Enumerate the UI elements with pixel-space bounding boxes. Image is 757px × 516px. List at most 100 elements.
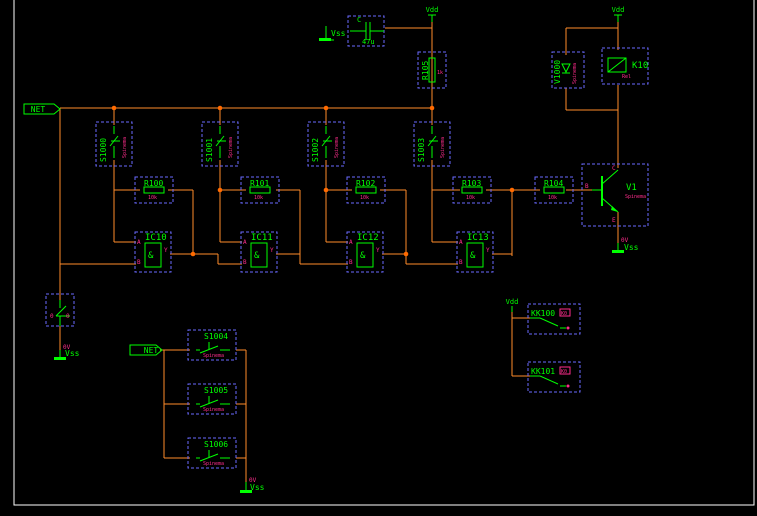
transistor-ref: V1 <box>626 183 637 193</box>
vss-bottom-ov: 0V <box>249 477 257 484</box>
resistor-val: 10k <box>360 195 369 201</box>
switch-val: Spinema <box>203 461 224 467</box>
transistor-v1[interactable]: V1 Spinema C B E <box>581 163 649 227</box>
relay-val: Rel <box>622 74 631 80</box>
diode-val: Spinema <box>572 63 578 84</box>
port-net-lower[interactable]: NET <box>129 344 163 356</box>
vdd-contacts-label: Vdd <box>506 298 519 306</box>
port-net-main-label: NET <box>31 105 46 114</box>
vss-left-label: Vss <box>65 349 80 358</box>
vdd-right: Vdd <box>612 6 625 22</box>
relay-k10[interactable]: K10 Rel <box>601 47 649 85</box>
resistor-val: 10k <box>254 195 263 201</box>
port-net-lower-label: NET <box>144 346 159 355</box>
resistor-r105-ref: R105 <box>421 61 430 80</box>
diode-ref: V1000 <box>553 60 562 84</box>
switch-ref: S1003 <box>417 138 426 162</box>
capacitor-ref: C <box>357 16 361 24</box>
switch-ref: S1004 <box>204 332 228 341</box>
contact-kk100[interactable]: KK100 K0 <box>527 303 581 335</box>
gate-pin-b: B <box>459 259 463 266</box>
gate-pin-y: Y <box>270 247 274 254</box>
vss-capacitor-label: Vss <box>331 29 346 38</box>
gate-pin-y: Y <box>376 247 380 254</box>
gate-symbol: & <box>360 251 366 261</box>
resistor-val: 10k <box>466 195 475 201</box>
gate-ref: IC12 <box>357 233 379 243</box>
gate-ic11[interactable]: IC11&ABY <box>240 231 278 273</box>
contact-ref: KK100 <box>531 309 555 318</box>
sheet-border <box>13 0 755 506</box>
gate-pin-b: B <box>349 259 353 266</box>
gate-pin-a: A <box>459 239 463 246</box>
resistor-r105[interactable]: R105 1k <box>417 51 447 89</box>
vss-left: 0V Vss <box>54 344 80 360</box>
gate-pin-a: A <box>349 239 353 246</box>
switch-left-pin2: 0 <box>66 313 70 320</box>
vdd-top-label: Vdd <box>426 6 439 14</box>
contact-ref: KK101 <box>531 367 555 376</box>
gate-ic13[interactable]: IC13&ABY <box>456 231 494 273</box>
contact-tag: K0 <box>561 369 567 375</box>
gate-ref: IC10 <box>145 233 167 243</box>
junctions <box>111 105 515 257</box>
vss-left-ov: 0V <box>63 344 71 351</box>
vdd-contacts: Vdd <box>506 298 519 312</box>
vss-transistor-ov: 0V <box>621 237 629 244</box>
switch-ref: S1006 <box>204 440 228 449</box>
contact-kk101[interactable]: KK101 K0 <box>527 361 581 393</box>
switch-val: Spinema <box>203 353 224 359</box>
switch-left[interactable]: 0 0 <box>45 293 75 327</box>
gate-ref: IC11 <box>251 233 273 243</box>
switch-ref: S1000 <box>99 138 108 162</box>
resistor-val: 10k <box>548 195 557 201</box>
gate-pin-b: B <box>137 259 141 266</box>
transistor-pin-e: E <box>612 217 616 224</box>
resistor-r105-val: 1k <box>437 70 443 76</box>
wires <box>59 22 619 482</box>
diode-v1000[interactable]: V1000 Spinema <box>551 51 585 89</box>
vss-transistor: 0V Vss <box>612 237 639 253</box>
vdd-top: Vdd <box>426 6 439 22</box>
gate-pin-b: B <box>243 259 247 266</box>
gate-ic12[interactable]: IC12 &A B Y <box>346 231 384 273</box>
resistor-ref: R100 <box>144 179 163 188</box>
transistor-val: Spinema <box>625 194 646 200</box>
vss-bottom: 0V Vss <box>240 477 265 493</box>
gate-ref: IC13 <box>467 233 489 243</box>
switch-s1000[interactable]: S1000 Spinema <box>95 121 133 167</box>
switch-ref: S1001 <box>205 138 214 162</box>
vss-bottom-label: Vss <box>250 483 265 492</box>
resistor-val: 10k <box>148 195 157 201</box>
gate-symbol: & <box>148 251 154 261</box>
transistor-pin-c: C <box>612 165 616 172</box>
port-net-main[interactable]: NET <box>23 103 61 115</box>
vss-transistor-label: Vss <box>624 243 639 252</box>
resistor-ref: R102 <box>356 179 375 188</box>
capacitor[interactable]: C 47u <box>347 15 385 47</box>
switch-val: Spinema <box>334 137 340 158</box>
vdd-right-label: Vdd <box>612 6 625 14</box>
resistor-r100[interactable]: R100 10k <box>134 176 174 204</box>
resistor-r102[interactable]: R102 10k <box>346 176 386 204</box>
switch-val: Spinema <box>203 407 224 413</box>
switch-ref: S1005 <box>204 386 228 395</box>
gate-ic10[interactable]: IC10&ABY <box>134 231 172 273</box>
contact-tag: K0 <box>561 311 567 317</box>
switch-val: Spinema <box>122 137 128 158</box>
